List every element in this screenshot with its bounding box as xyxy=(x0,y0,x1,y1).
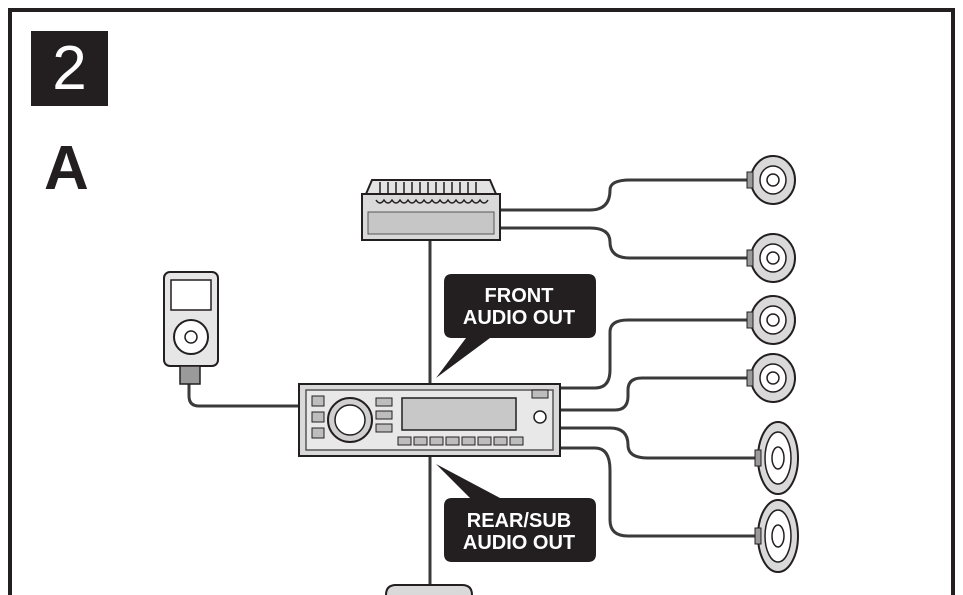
portable-player-icon xyxy=(163,271,219,385)
wiring xyxy=(187,178,760,595)
oval-speaker-icon xyxy=(754,421,799,573)
speaker-1 xyxy=(746,155,796,205)
amp-to-speaker-1-wire xyxy=(500,178,750,212)
tweeter-icon xyxy=(746,155,796,403)
head-unit-icon xyxy=(298,383,561,457)
rear-sub-audio-out-label: REAR/SUB AUDIO OUT xyxy=(450,510,588,554)
step-number-badge: 2 xyxy=(31,31,108,106)
front-callout-bubble xyxy=(436,274,596,378)
headunit-to-speaker-4-wire xyxy=(560,376,750,412)
section-letter: A xyxy=(44,134,89,203)
amp-to-speaker-2-wire xyxy=(500,226,750,260)
player-to-headunit-wire xyxy=(187,382,300,408)
speaker-4 xyxy=(746,353,796,403)
rear-callout-bubble xyxy=(436,464,596,562)
headunit-to-speaker-3-wire xyxy=(560,318,750,390)
front-audio-out-label: FRONT AUDIO OUT xyxy=(450,285,588,329)
front-label-line-2: AUDIO OUT xyxy=(462,307,576,329)
speaker-5 xyxy=(754,421,799,495)
headunit-to-speaker-5-wire xyxy=(560,426,760,460)
speaker-3 xyxy=(746,295,796,345)
rear-label-line-1: REAR/SUB xyxy=(466,510,572,532)
front-label-line-1: FRONT xyxy=(484,285,554,307)
frame-border xyxy=(8,8,955,595)
amplifier-icon xyxy=(361,179,501,241)
headunit-to-speaker-6-wire xyxy=(560,446,760,538)
speaker-2 xyxy=(746,233,796,283)
rear-label-line-2: AUDIO OUT xyxy=(462,532,576,554)
speaker-6 xyxy=(754,499,799,573)
subwoofer-icon xyxy=(385,584,473,595)
